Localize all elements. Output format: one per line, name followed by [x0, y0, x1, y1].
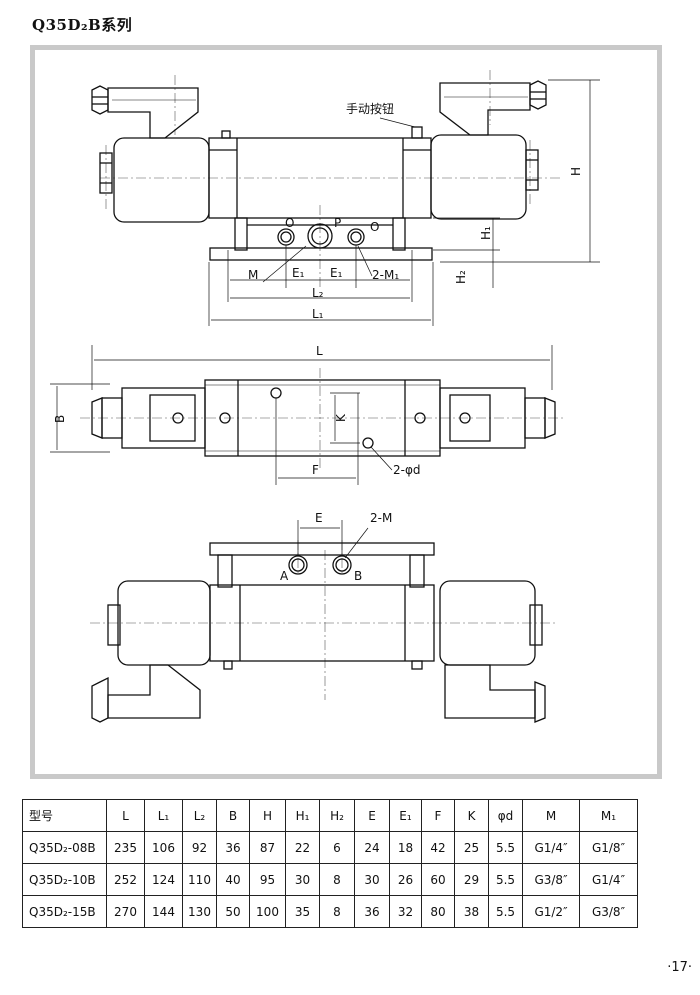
dim-h2-label: H₂: [454, 270, 468, 284]
table-cell: 95: [249, 863, 286, 896]
table-cell: 87: [249, 831, 286, 864]
table-cell: 40: [216, 863, 250, 896]
table-cell: 30: [354, 863, 390, 896]
table-cell: 38: [454, 895, 489, 928]
table-cell: 8: [319, 895, 355, 928]
table-cell: Q35D₂-10B: [22, 863, 107, 896]
table-cell: 35: [285, 895, 320, 928]
header-cell-e: E: [354, 799, 390, 832]
dim-m-label: M: [248, 268, 258, 282]
table-cell: 235: [106, 831, 145, 864]
table-cell: 130: [182, 895, 217, 928]
dim-f-label: F: [312, 463, 319, 477]
table-cell: 144: [144, 895, 183, 928]
table-cell: G1/4″: [579, 863, 638, 896]
header-cell-e1: E₁: [389, 799, 422, 832]
dim-h-label: H: [569, 167, 583, 176]
table-cell: 50: [216, 895, 250, 928]
table-cell: 36: [354, 895, 390, 928]
page-number: ·17·: [667, 960, 692, 975]
table-row: Q35D₂-08B 235 106 92 36 87 22 6 24 18 42…: [22, 831, 638, 864]
dim-l-label: L: [316, 344, 323, 358]
table-cell: Q35D₂-08B: [22, 831, 107, 864]
table-cell: 80: [421, 895, 455, 928]
table-cell: 30: [285, 863, 320, 896]
table-cell: 252: [106, 863, 145, 896]
dim-e1-right-label: E₁: [330, 266, 343, 280]
header-cell-f: F: [421, 799, 455, 832]
table-cell: 92: [182, 831, 217, 864]
table-cell: 29: [454, 863, 489, 896]
header-cell-m1: M₁: [579, 799, 638, 832]
dim-2m1-label: 2-M₁: [372, 268, 399, 282]
dim-2m-label: 2-M: [370, 511, 392, 525]
table-row: Q35D₂-15B 270 144 130 50 100 35 8 36 32 …: [22, 895, 638, 928]
dim-e1-left-label: E₁: [292, 266, 305, 280]
top-view: [50, 345, 565, 485]
technical-drawing-frame: 手动按钮 O P O M E₁ E₁ 2-M₁ L₂ L₁ H H₁ H₂: [30, 45, 662, 779]
spec-table: 型号 L L₁ L₂ B H H₁ H₂ E E₁ F K φd M M₁ Q3…: [22, 799, 638, 928]
table-cell: G3/8″: [522, 863, 580, 896]
header-cell-l2: L₂: [182, 799, 217, 832]
table-cell: 60: [421, 863, 455, 896]
header-cell-model: 型号: [22, 799, 107, 832]
table-cell: 5.5: [488, 863, 523, 896]
table-cell: G1/8″: [579, 831, 638, 864]
header-cell-h2: H₂: [319, 799, 355, 832]
header-cell-d: φd: [488, 799, 523, 832]
table-cell: 100: [249, 895, 286, 928]
table-cell: 8: [319, 863, 355, 896]
series-title: Q35D₂B系列: [32, 16, 133, 34]
table-cell: 6: [319, 831, 355, 864]
manual-button-label: 手动按钮: [346, 101, 394, 116]
port-a-label: A: [280, 569, 289, 583]
port-b-label: B: [354, 569, 362, 583]
table-cell: 270: [106, 895, 145, 928]
port-label-o-left: O: [285, 216, 294, 230]
port-label-o-right: O: [370, 220, 379, 234]
table-cell: 24: [354, 831, 390, 864]
table-cell: G1/4″: [522, 831, 580, 864]
table-cell: 124: [144, 863, 183, 896]
table-cell: G3/8″: [579, 895, 638, 928]
dim-k-label: K: [334, 413, 348, 422]
header-cell-b: B: [216, 799, 250, 832]
header-cell-h: H: [249, 799, 286, 832]
dim-l2-label: L₂: [312, 286, 324, 300]
header-cell-l1: L₁: [144, 799, 183, 832]
header-cell-l: L: [106, 799, 145, 832]
front-view: [91, 70, 600, 326]
table-cell: 5.5: [488, 831, 523, 864]
dim-2d-label: 2-φd: [393, 463, 421, 477]
dim-e-label: E: [315, 511, 323, 525]
table-cell: G1/2″: [522, 895, 580, 928]
table-cell: 18: [389, 831, 422, 864]
table-row: Q35D₂-10B 252 124 110 40 95 30 8 30 26 6…: [22, 863, 638, 896]
table-cell: 22: [285, 831, 320, 864]
spec-table-header-row: 型号 L L₁ L₂ B H H₁ H₂ E E₁ F K φd M M₁: [22, 799, 638, 832]
dim-l1-label: L₁: [312, 307, 324, 321]
header-cell-k: K: [454, 799, 489, 832]
table-cell: 32: [389, 895, 422, 928]
header-cell-m: M: [522, 799, 580, 832]
table-cell: 5.5: [488, 895, 523, 928]
table-cell: 36: [216, 831, 250, 864]
table-cell: 42: [421, 831, 455, 864]
table-cell: 106: [144, 831, 183, 864]
dim-b-label: B: [53, 415, 67, 423]
port-label-p: P: [334, 216, 341, 230]
table-cell: 25: [454, 831, 489, 864]
header-cell-h1: H₁: [285, 799, 320, 832]
dim-h1-label: H₁: [479, 226, 493, 240]
table-cell: 110: [182, 863, 217, 896]
technical-drawing: 手动按钮 O P O M E₁ E₁ 2-M₁ L₂ L₁ H H₁ H₂: [50, 70, 600, 723]
bottom-view: [90, 520, 555, 723]
table-cell: Q35D₂-15B: [22, 895, 107, 928]
table-cell: 26: [389, 863, 422, 896]
